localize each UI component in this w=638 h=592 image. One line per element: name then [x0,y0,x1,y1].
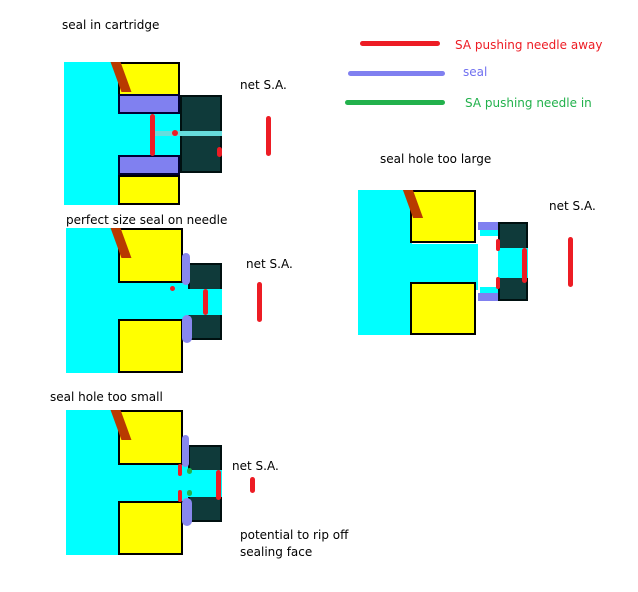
legend-label-away: SA pushing needle away [455,38,603,52]
net-sa-label-2: net S.A. [246,257,293,271]
panel-title-too-large: seal hole too large [380,152,492,166]
net-sa-arrow-2 [257,282,262,322]
net-sa-label-1: net S.A. [240,78,287,92]
net-sa-arrow-1 [266,116,271,156]
net-sa-arrow-4 [568,237,573,287]
net-sa-label-4: net S.A. [549,199,596,213]
panel-title-too-small: seal hole too small [50,390,163,404]
legend-line-seal [348,71,445,76]
rip-warning: potential to rip off sealing face [240,528,349,559]
legend-line-away [360,41,440,46]
legend-line-in [345,100,445,105]
panel-title-perfect: perfect size seal on needle [66,213,228,227]
legend-label-seal: seal [463,65,488,79]
net-sa-arrow-3 [250,477,255,493]
panel-title-cartridge: seal in cartridge [62,18,160,32]
legend-label-in: SA pushing needle in [465,96,592,110]
net-sa-label-3: net S.A. [232,459,279,473]
